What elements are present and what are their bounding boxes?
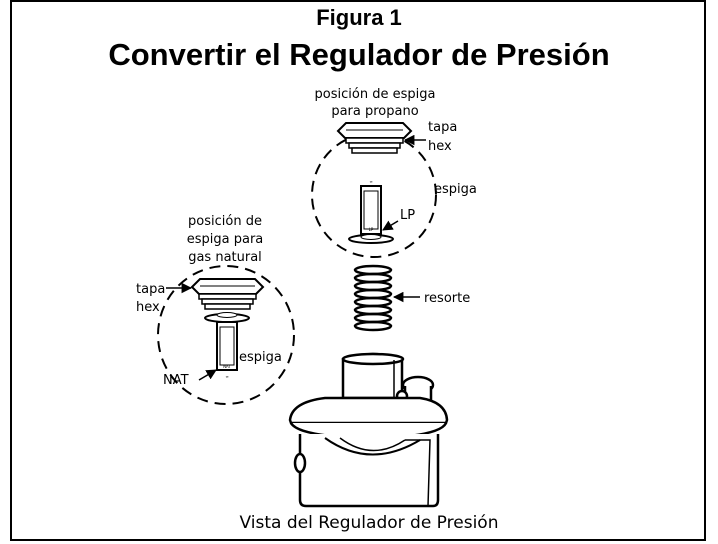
figure-number: Figura 1 (316, 5, 402, 30)
figure-title: Convertir el Regulador de Presión (108, 37, 609, 72)
natural-pin-label: espiga (239, 350, 282, 365)
propane-hex-cap (336, 122, 413, 154)
propane-pin: ∞ LP (348, 179, 394, 244)
propane-mark-arrow (382, 220, 399, 231)
propane-cap-label-line1: tapa (428, 120, 457, 135)
propane-cap-label-line2: hex (428, 139, 452, 154)
propane-pin-label: espiga (434, 182, 477, 197)
spring (353, 264, 393, 332)
natural-circle (157, 265, 295, 405)
natural-heading-line2: espiga para (187, 232, 264, 247)
natural-heading-line3: gas natural (188, 250, 262, 265)
svg-text:∞: ∞ (369, 179, 372, 184)
figure-caption: Vista del Regulador de Presión (240, 513, 499, 533)
natural-mark-arrow (198, 369, 217, 381)
natural-cap-label-line2: hex (136, 300, 160, 315)
natural-heading-line1: posición de (188, 214, 262, 229)
propane-pin-mark: LP (369, 227, 374, 232)
natural-pin: NAT ∞ (204, 312, 250, 379)
propane-heading-line1: posición de espiga (315, 87, 436, 102)
propane-heading-line2: para propano (331, 104, 418, 119)
natural-cap-label-line1: tapa (136, 282, 165, 297)
natural-pin-mark: NAT (223, 364, 231, 369)
natural-mark-label: NAT (163, 373, 189, 388)
spring-label: resorte (424, 291, 470, 306)
regulator-body (288, 352, 449, 508)
natural-hex-cap (190, 278, 265, 310)
svg-text:∞: ∞ (225, 374, 228, 379)
propane-mark-label: LP (400, 208, 415, 223)
